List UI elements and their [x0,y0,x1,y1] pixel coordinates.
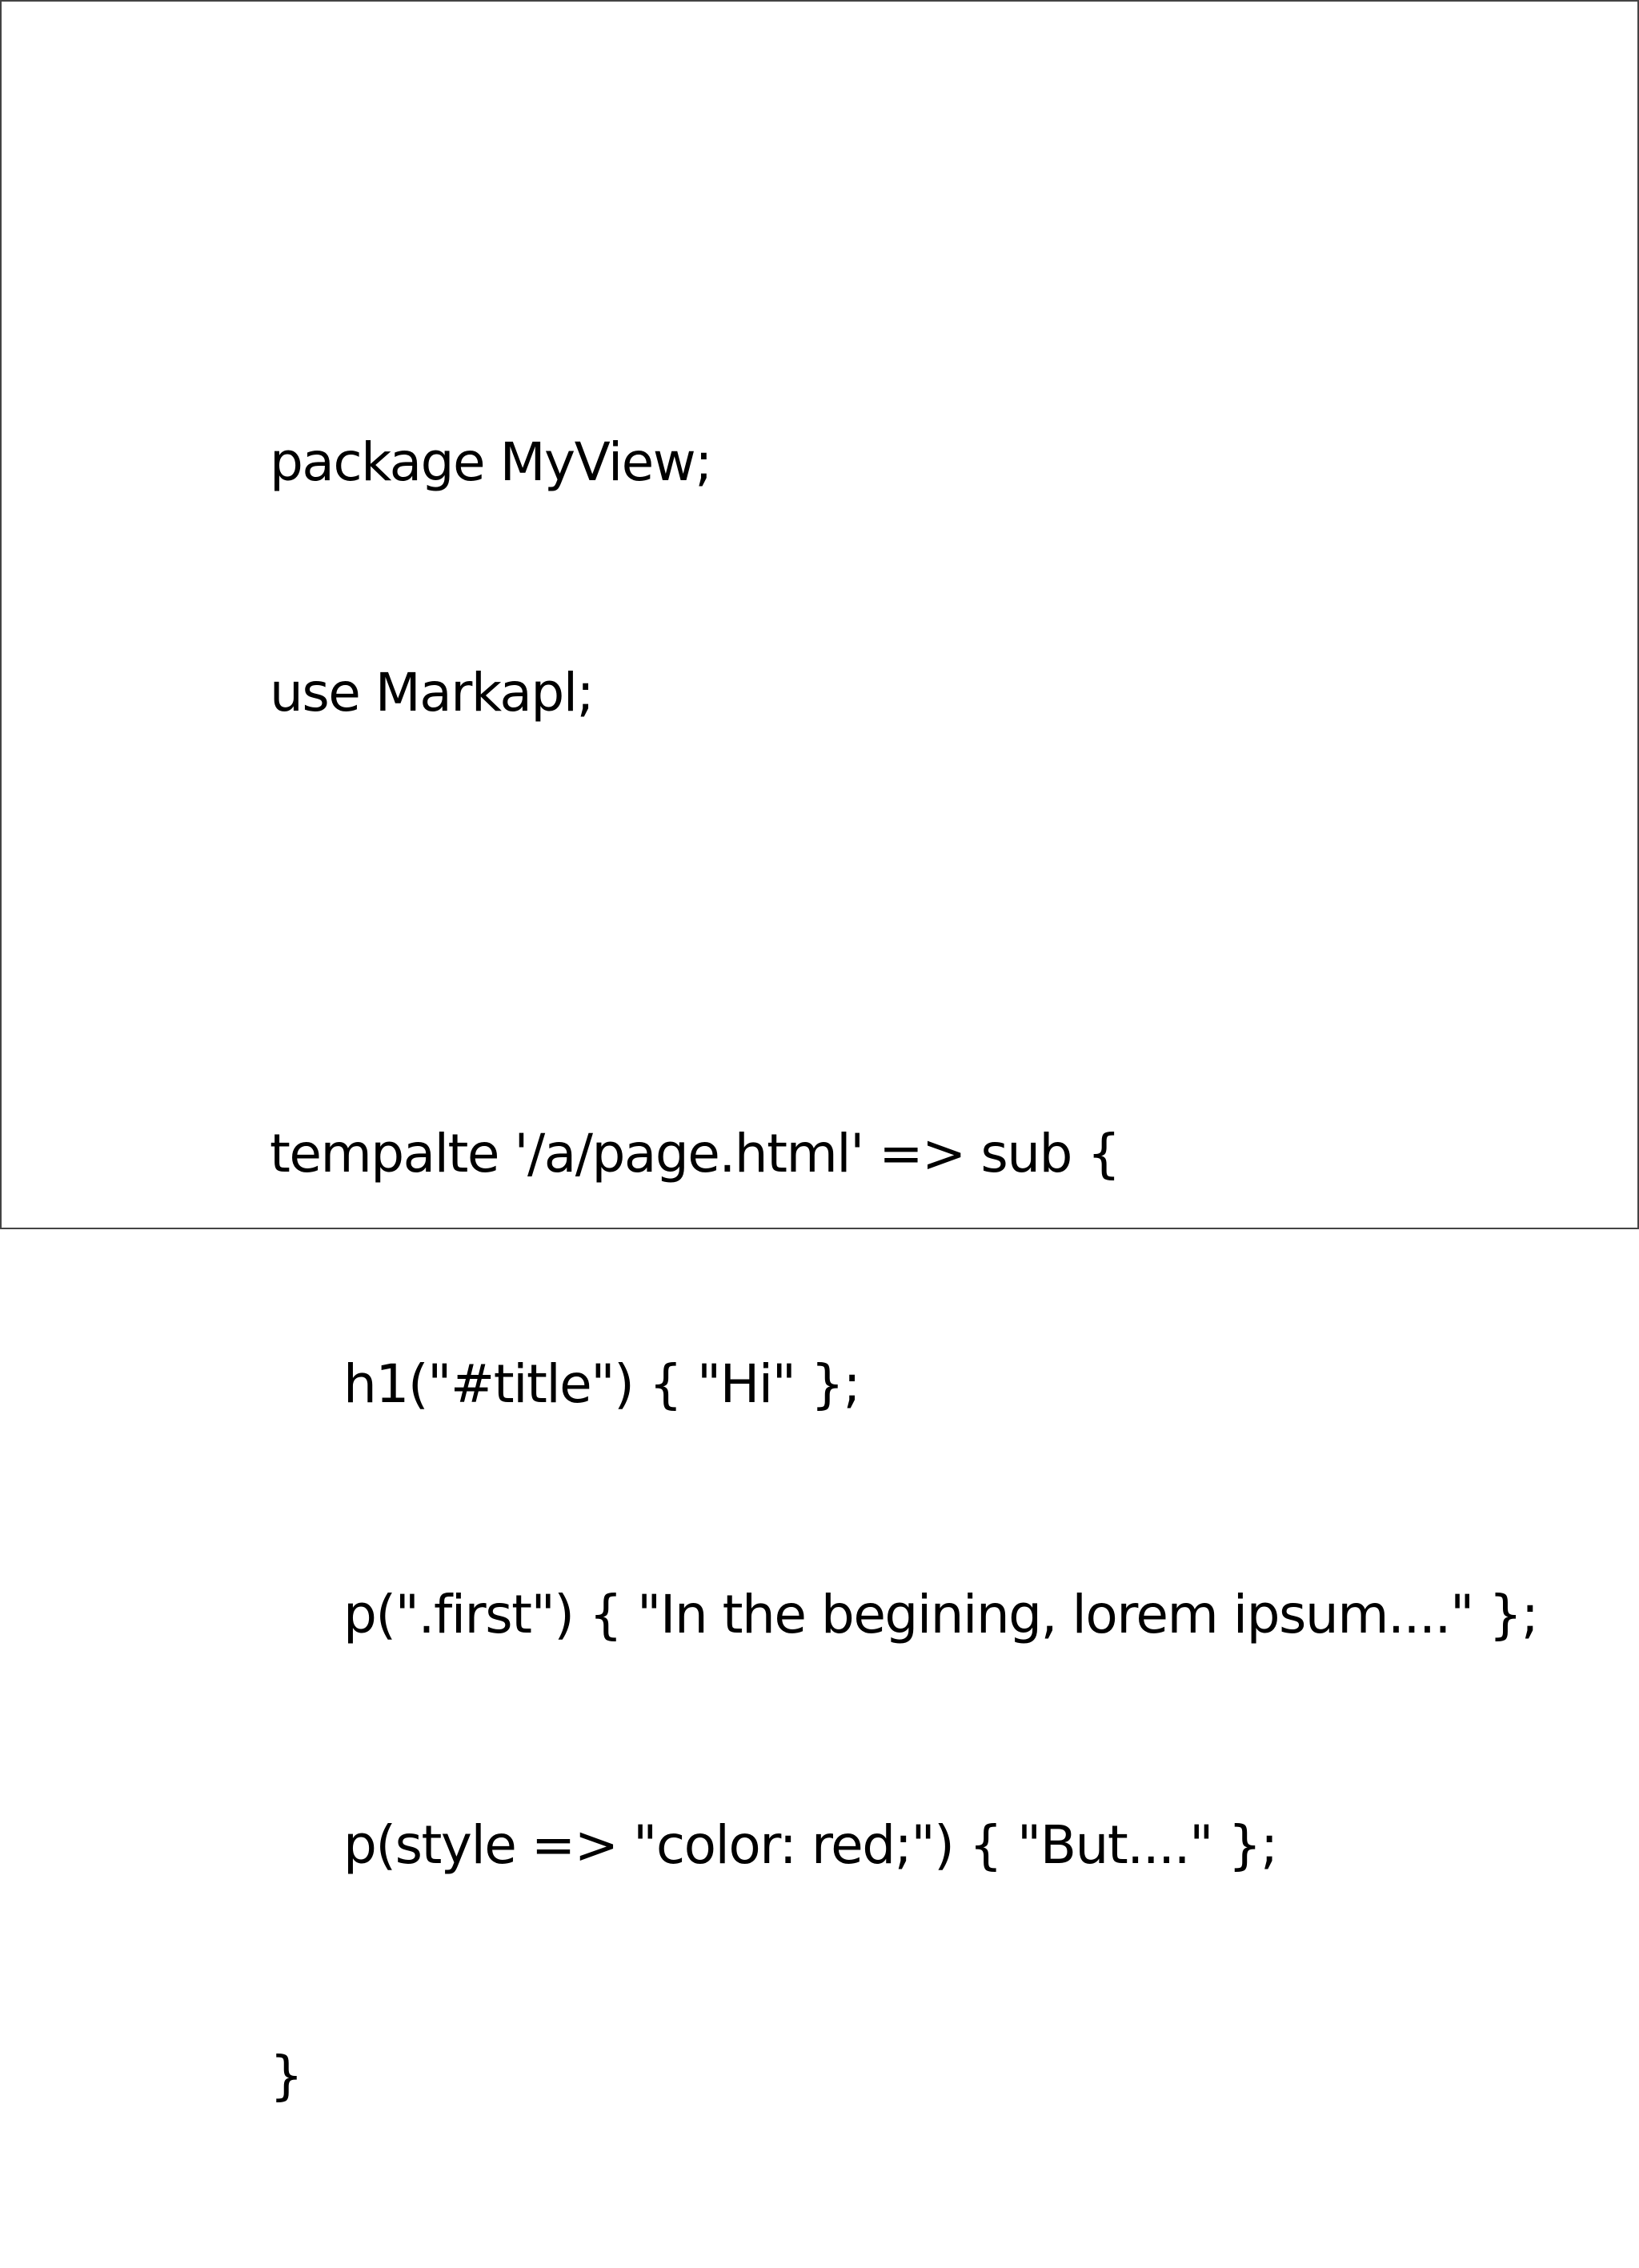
code-line-blank [270,885,1538,962]
code-line-template: tempalte '/a/page.html' => sub { [270,1123,1120,1184]
code-block: package MyView; use Markapl; tempalte '/… [270,270,1539,2268]
slide: package MyView; use Markapl; tempalte '/… [0,0,1639,2106]
code-line-closing-brace: } [270,2045,303,2106]
code-line-p-first: p(".first") { "In the begining, lorem ip… [343,1584,1539,1645]
code-line-package: package MyView; [270,431,712,493]
code-line-p-style: p(style => "color: red;") { "But...." }; [343,1814,1278,1876]
code-line-h1: h1("#title") { "Hi" }; [343,1353,861,1415]
code-line-use: use Markapl; [270,662,595,723]
